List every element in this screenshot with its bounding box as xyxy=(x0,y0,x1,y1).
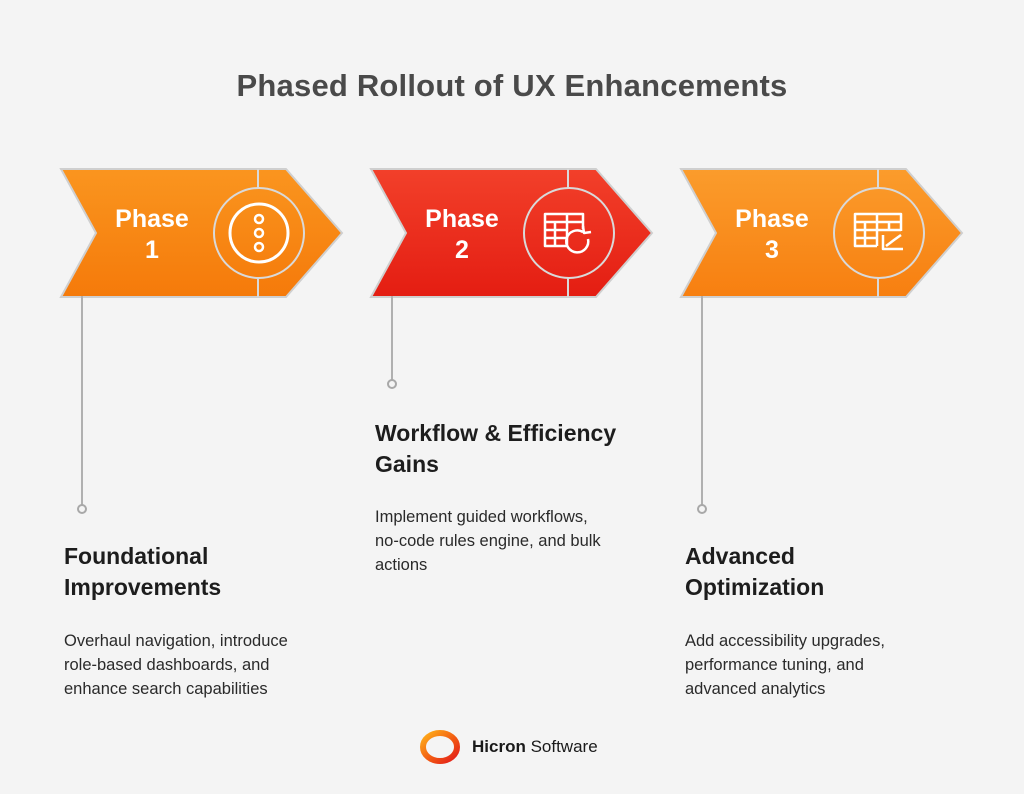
brand-name-regular: Software xyxy=(525,737,598,756)
phase-3-description-line-2: performance tuning, and xyxy=(685,656,864,674)
phase-3-label-word: Phase xyxy=(735,205,809,233)
phase-2-heading-line-2: Gains xyxy=(375,451,439,477)
phase-1-description-line-2: role-based dashboards, and xyxy=(64,656,270,674)
phase-2-description: Implement guided workflows, no-code rule… xyxy=(375,505,665,577)
phase-2-description-line-3: actions xyxy=(375,556,428,574)
phase-3-description: Add accessibility upgrades, performance … xyxy=(685,629,975,701)
phase-1-heading-line-1: Foundational xyxy=(64,543,209,569)
phase-2-heading-line-1: Workflow & Efficiency xyxy=(375,420,617,446)
page-title: Phased Rollout of UX Enhancements xyxy=(236,68,788,103)
phase-1-label-word: Phase xyxy=(115,205,189,233)
phase-3-label: Phase 3 xyxy=(722,204,822,266)
phase-1-label: Phase 1 xyxy=(102,204,202,266)
phase-3-connector xyxy=(697,296,707,514)
phase-1-connector xyxy=(77,296,87,514)
phase-3-description-line-1: Add accessibility upgrades, xyxy=(685,632,885,650)
brand-name-bold: Hicron xyxy=(472,737,526,756)
phase-2-connector xyxy=(387,296,397,389)
phase-3-arrow-shape xyxy=(679,168,964,298)
phase-2-label-word: Phase xyxy=(425,205,499,233)
phase-2-label-number: 2 xyxy=(455,236,469,264)
phase-2-heading: Workflow & Efficiency Gains xyxy=(375,418,665,480)
phase-1-heading: Foundational Improvements xyxy=(64,541,354,603)
phase-1-chevron: Phase 1 xyxy=(59,168,344,298)
phase-2-description-line-2: no-code rules engine, and bulk xyxy=(375,532,601,550)
phase-1-description-line-1: Overhaul navigation, introduce xyxy=(64,632,288,650)
phase-1-description-line-3: enhance search capabilities xyxy=(64,680,268,698)
phase-3-chevron: Phase 3 xyxy=(679,168,964,298)
phase-2-arrow-shape xyxy=(369,168,654,298)
phase-3-description-line-3: advanced analytics xyxy=(685,680,826,698)
phase-2-description-line-1: Implement guided workflows, xyxy=(375,508,588,526)
phase-3-heading-line-1: Advanced xyxy=(685,543,795,569)
phase-1-label-number: 1 xyxy=(145,236,159,264)
hicron-brand-name: Hicron Software xyxy=(472,737,598,757)
phase-1-heading-line-2: Improvements xyxy=(64,574,222,600)
phase-2-label: Phase 2 xyxy=(412,204,512,266)
phase-3-heading-line-2: Optimization xyxy=(685,574,825,600)
phase-1-arrow-shape xyxy=(59,168,344,298)
phase-1-description: Overhaul navigation, introduce role-base… xyxy=(64,629,354,701)
hicron-ring-logo-icon xyxy=(420,730,460,764)
phase-3-heading: Advanced Optimization xyxy=(685,541,975,603)
phase-3-label-number: 3 xyxy=(765,236,779,264)
phase-2-chevron: Phase 2 xyxy=(369,168,654,298)
